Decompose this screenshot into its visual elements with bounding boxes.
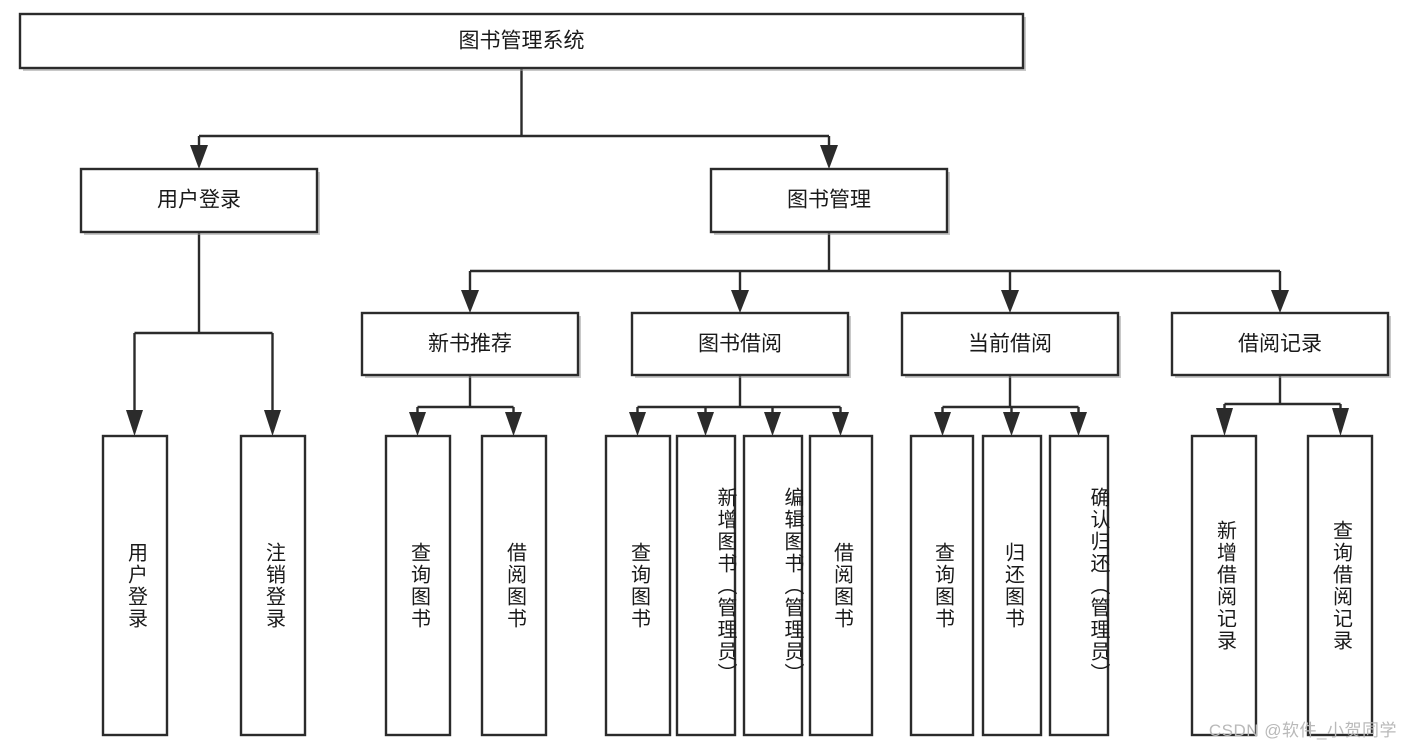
node-current-borrow[interactable]: 当前借阅 — [900, 311, 1121, 378]
node-user-login-label: 用户登录 — [157, 189, 241, 212]
arrow-head-leaf-add-book — [697, 412, 714, 436]
leaf-rect-confirm-return[interactable] — [1048, 434, 1110, 737]
node-book-manage-rect[interactable] — [709, 167, 949, 234]
leaf-rect-edit-book[interactable] — [742, 434, 804, 737]
node-current-borrow-rect[interactable] — [900, 311, 1120, 377]
node-user-login-rect[interactable] — [79, 167, 319, 234]
arrow-head-new-book-recommend — [461, 290, 479, 313]
watermark-text: CSDN @软件_小贺同学 — [1208, 721, 1397, 740]
arrow-head-leaf-query-book-2 — [629, 412, 646, 436]
node-borrow-record-label: 借阅记录 — [1238, 333, 1322, 356]
leaf-rect-add-book[interactable] — [675, 434, 737, 737]
leaf-rect-query-book-3[interactable] — [909, 434, 975, 737]
node-layer: 图书管理系统 用户登录 图书管理 新书推荐 图书 — [18, 12, 1391, 737]
node-new-book-recommend[interactable]: 新书推荐 — [360, 311, 581, 378]
node-root-label: 图书管理系统 — [459, 30, 585, 53]
arrow-head-leaf-user-login — [126, 410, 143, 436]
node-current-borrow-label: 当前借阅 — [968, 333, 1052, 356]
arrow-head-leaf-borrow-book-2 — [832, 412, 849, 436]
arrow-head-leaf-return-book — [1003, 412, 1020, 436]
leaf-rect-add-record[interactable] — [1190, 434, 1258, 737]
arrow-head-book-manage — [820, 145, 838, 169]
arrow-head-leaf-add-record — [1216, 408, 1233, 436]
node-book-borrow[interactable]: 图书借阅 — [630, 311, 851, 378]
node-book-manage[interactable]: 图书管理 — [709, 167, 950, 235]
leaf-rect-query-book-2[interactable] — [604, 434, 672, 737]
arrow-head-leaf-edit-book — [764, 412, 781, 436]
leaf-rect-user-login[interactable] — [101, 434, 169, 737]
arrow-head-leaf-confirm-return — [1070, 412, 1087, 436]
arrow-head-leaf-borrow-book-1 — [505, 412, 522, 436]
leaf-rect-borrow-book-2[interactable] — [808, 434, 874, 737]
node-book-manage-label: 图书管理 — [787, 189, 871, 212]
arrow-head-leaf-logout — [264, 410, 281, 436]
arrow-head-leaf-query-book-1 — [409, 412, 426, 436]
node-new-book-recommend-label: 新书推荐 — [428, 333, 512, 356]
arrow-head-user-login — [190, 145, 208, 169]
leaf-rect-return-book[interactable] — [981, 434, 1043, 737]
node-borrow-record[interactable]: 借阅记录 — [1170, 311, 1391, 378]
node-book-borrow-rect[interactable] — [630, 311, 850, 377]
connector-layer — [126, 68, 1349, 436]
node-borrow-record-rect[interactable] — [1170, 311, 1390, 377]
leaf-rect-borrow-book-1[interactable] — [480, 434, 548, 737]
node-root[interactable]: 图书管理系统 — [18, 12, 1026, 71]
arrow-head-borrow-record — [1271, 290, 1289, 313]
leaf-rect-query-book-1[interactable] — [384, 434, 452, 737]
leaf-node-layer — [101, 434, 1374, 737]
arrow-head-leaf-query-record — [1332, 408, 1349, 436]
leaf-rect-query-record[interactable] — [1306, 434, 1374, 737]
arrow-head-leaf-query-book-3 — [934, 412, 951, 436]
node-root-rect[interactable] — [18, 12, 1025, 70]
arrow-head-current-borrow — [1001, 290, 1019, 313]
node-user-login[interactable]: 用户登录 — [79, 167, 320, 235]
node-new-book-recommend-rect[interactable] — [360, 311, 580, 377]
arrow-head-book-borrow — [731, 290, 749, 313]
node-book-borrow-label: 图书借阅 — [698, 333, 782, 356]
leaf-rect-logout[interactable] — [239, 434, 307, 737]
